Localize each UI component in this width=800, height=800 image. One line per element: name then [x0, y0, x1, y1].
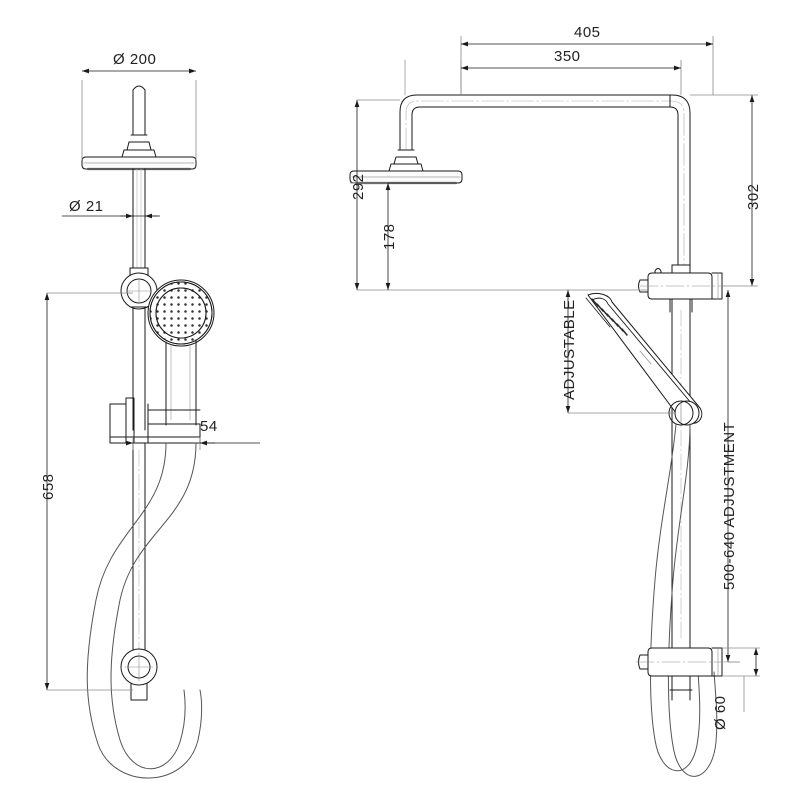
dimension-label-350: 350 — [554, 48, 581, 65]
dimension-label-292: 292 — [350, 173, 367, 200]
dimension-label-658: 658 — [40, 473, 57, 500]
dimension-label-54: 54 — [200, 418, 218, 435]
dimension-label-dia-200: Ø 200 — [113, 51, 157, 68]
dimension-label-405: 405 — [574, 24, 601, 41]
dimension-label-adjustment-range: 500-640 ADJUSTMENT — [721, 421, 738, 590]
dimension-label-302: 302 — [745, 183, 762, 210]
dimension-label-dia-21: Ø 21 — [69, 198, 104, 215]
dimension-label-178: 178 — [381, 223, 398, 250]
dimension-label-adjustable: ADJUSTABLE — [561, 299, 578, 400]
dimension-label-dia-60: Ø 60 — [712, 695, 729, 730]
